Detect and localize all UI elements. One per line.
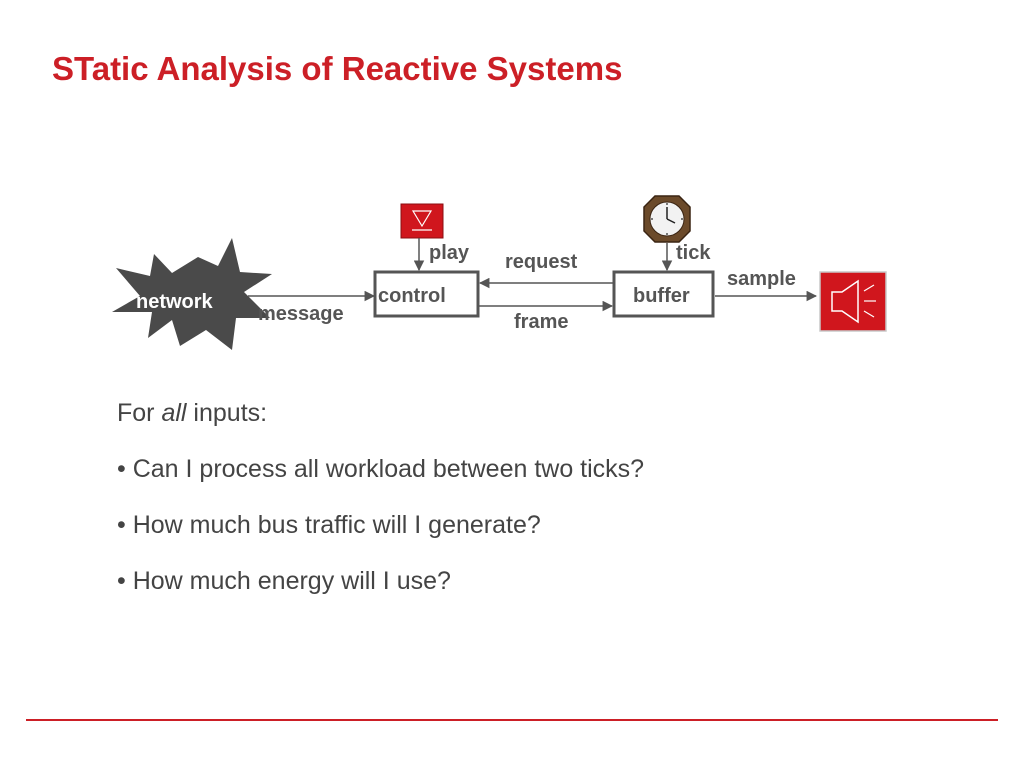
frame-edge: frame	[478, 300, 614, 333]
control-label: control	[378, 285, 446, 307]
clock-icon	[643, 195, 691, 243]
play-edge: play	[413, 238, 470, 272]
play-button-icon	[400, 203, 444, 239]
bullet-text: Can I process all workload between two t…	[132, 455, 645, 483]
intro-prefix: For	[117, 399, 155, 427]
bullet-glyph: •	[117, 511, 126, 539]
sample-label: sample	[727, 268, 796, 290]
speaker-icon	[819, 271, 887, 332]
intro-suffix: inputs:	[193, 399, 268, 427]
buffer-label: buffer	[633, 285, 690, 307]
frame-label: frame	[514, 311, 568, 333]
intro-line: For all inputs:	[117, 395, 644, 451]
play-label: play	[429, 242, 470, 264]
bullet-item: • Can I process all workload between two…	[117, 451, 644, 507]
bullet-item: • How much bus traffic will I generate?	[117, 507, 644, 563]
tick-edge: tick	[661, 242, 711, 272]
bullet-text: How much bus traffic will I generate?	[132, 511, 541, 539]
intro-emphasis: all	[161, 399, 187, 427]
bullet-item: • How much energy will I use?	[117, 563, 644, 619]
message-label: message	[258, 303, 344, 325]
network-node: network	[112, 238, 272, 350]
message-edge: message	[248, 290, 376, 325]
sample-edge: sample	[715, 268, 818, 302]
slide-title: STatic Analysis of Reactive Systems	[52, 50, 623, 87]
request-label: request	[505, 251, 578, 273]
bullet-glyph: •	[117, 455, 126, 483]
tick-label: tick	[676, 242, 711, 264]
request-edge: request	[478, 251, 614, 289]
network-label: network	[136, 291, 214, 313]
control-node: control	[373, 270, 480, 318]
bullet-glyph: •	[117, 567, 126, 595]
starburst-icon	[112, 238, 272, 350]
bullet-text: How much energy will I use?	[132, 567, 451, 595]
buffer-node: buffer	[612, 270, 715, 318]
footer-divider	[26, 719, 998, 721]
slide-body: For all inputs: • Can I process all work…	[117, 395, 644, 619]
